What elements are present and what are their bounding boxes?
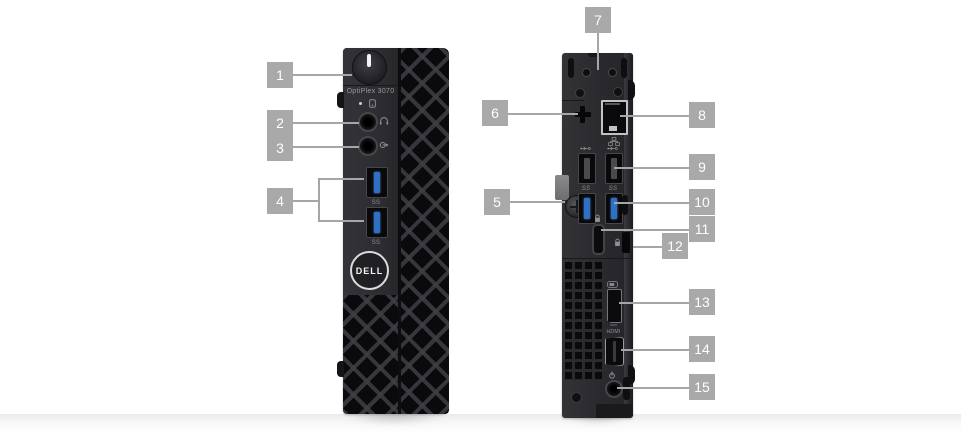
screw-hole <box>571 392 582 403</box>
power-button <box>352 50 387 85</box>
power-icon <box>367 54 371 67</box>
mounting-slot <box>568 58 574 78</box>
callout-2-headset-jack: 2 <box>267 110 293 136</box>
front-usb3-port-2 <box>366 207 388 238</box>
dell-logo-text: DELL <box>355 265 384 276</box>
stand-foot <box>596 404 633 418</box>
usb3-port-2 <box>605 193 623 224</box>
front-side-latch <box>337 361 344 377</box>
leader-line-1 <box>293 74 352 76</box>
leader-line-14 <box>621 349 689 351</box>
leader-line-4b <box>318 220 364 222</box>
leader-line-10 <box>614 202 689 204</box>
leader-line-4a <box>318 178 364 180</box>
hdmi-label: HDMI <box>606 329 621 335</box>
cable-cover-latch <box>555 175 569 200</box>
leader-line-11 <box>601 229 689 231</box>
model-label: OptiPlex 3070 <box>346 88 395 95</box>
leader-line-15 <box>617 387 689 389</box>
panel-seam <box>343 85 398 86</box>
leader-line-7 <box>597 33 599 70</box>
leader-line-2 <box>293 122 359 124</box>
callout-10-usb3-ports: 10 <box>689 189 715 215</box>
leader-line-12 <box>633 246 662 248</box>
ss-usb-icon: SS <box>608 186 618 192</box>
line-out-jack <box>358 136 378 156</box>
callout-9-usb2-ports: 9 <box>689 154 715 180</box>
leader-line-13 <box>619 302 689 304</box>
rear-side-bump <box>628 365 635 385</box>
ss-usb-icon: SS <box>581 186 591 192</box>
leader-line-6 <box>508 113 578 115</box>
leader-line-8 <box>620 115 689 117</box>
usb2-port-2 <box>605 153 623 184</box>
callout-13-displayport: 13 <box>689 289 715 315</box>
line-out-icon <box>379 142 389 148</box>
headset-icon <box>379 117 389 125</box>
callout-4-front-usb3-ports: 4 <box>267 188 293 214</box>
mounting-slot <box>621 58 627 78</box>
leader-line-4 <box>293 200 318 202</box>
displayport-icon <box>607 281 618 288</box>
front-mesh-vent <box>398 48 449 414</box>
dc-power-icon <box>609 371 615 379</box>
leader-line-3 <box>293 146 359 148</box>
leader-line-9 <box>614 167 689 169</box>
rear-vent-grid <box>565 262 603 380</box>
callout-11-padlock-ring: 11 <box>689 216 715 242</box>
front-mesh-vent-bottom <box>343 295 398 414</box>
power-adapter-port <box>605 380 623 398</box>
leader-line-4-vertical <box>318 178 320 222</box>
usb2-port-1 <box>578 153 596 184</box>
antenna-connector-1 <box>582 68 591 77</box>
callout-14-hdmi: 14 <box>689 336 715 362</box>
callout-5-thumbscrew: 5 <box>484 189 510 215</box>
screw-hole <box>613 87 623 97</box>
screw-hole <box>575 88 585 98</box>
cover-release-notch <box>588 53 600 57</box>
front-side-latch <box>337 92 344 108</box>
antenna-connector-2 <box>608 68 617 77</box>
hdmi-port <box>605 337 624 366</box>
usb2-icon <box>580 146 591 151</box>
headset-jack <box>358 112 378 132</box>
rear-view-tower: SS SS HDMI <box>555 53 635 418</box>
usb3-port-1 <box>578 193 596 224</box>
kensington-lock-slot <box>622 232 630 253</box>
dell-logo: DELL <box>350 251 389 290</box>
hdd-activity-icon <box>369 99 376 108</box>
front-usb3-port-1 <box>366 167 388 198</box>
network-icon <box>608 137 620 146</box>
ethernet-port <box>601 100 628 135</box>
ss-usb-icon: SS <box>371 240 381 246</box>
rear-side-bump <box>628 80 635 100</box>
callout-3-line-out: 3 <box>267 135 293 161</box>
leader-line-5 <box>510 201 565 203</box>
ss-usb-icon: SS <box>371 200 381 206</box>
front-panel: OptiPlex 3070 SS <box>343 48 398 295</box>
displayport <box>607 289 622 323</box>
panel-seam <box>562 258 633 259</box>
callout-8-ethernet: 8 <box>689 102 715 128</box>
optional-port-knockout <box>580 106 585 123</box>
floor-gradient <box>0 414 961 433</box>
cable-slot <box>623 377 630 400</box>
kensington-icon <box>615 238 620 246</box>
callout-12-kensington-slot: 12 <box>662 233 688 259</box>
callout-6-optional-port: 6 <box>482 100 508 126</box>
usb2-icon <box>607 146 618 151</box>
side-slot <box>622 195 628 215</box>
padlock-ring <box>592 224 605 255</box>
callout-7-antenna: 7 <box>585 7 611 33</box>
padlock-icon <box>595 214 600 222</box>
callout-15-power-connector: 15 <box>689 374 715 400</box>
port-screw-slot <box>610 324 617 326</box>
callout-1-power-button: 1 <box>267 62 293 88</box>
power-led <box>359 102 362 105</box>
front-view-tower: OptiPlex 3070 SS <box>337 48 449 414</box>
panel-seam <box>562 100 584 101</box>
front-tower-reflection <box>343 413 446 425</box>
